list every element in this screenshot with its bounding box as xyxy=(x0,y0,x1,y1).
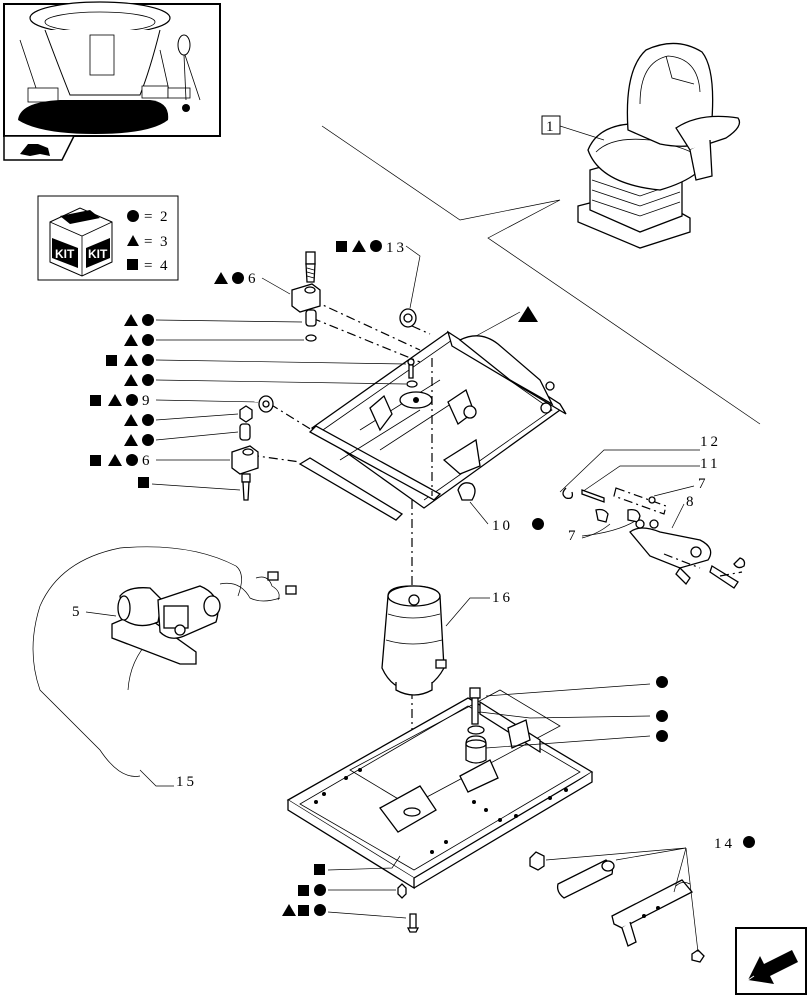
part-bushing-9 xyxy=(258,395,274,413)
part-screw-mid xyxy=(407,358,415,379)
callout-14: 14 xyxy=(714,836,735,852)
seat-assembly: 1 xyxy=(321,42,761,425)
svg-text:=: = xyxy=(144,209,152,225)
part-group-14: 14 xyxy=(529,836,755,963)
svg-text:4: 4 xyxy=(160,258,168,274)
svg-text:=: = xyxy=(144,258,152,274)
tractor-cab-pedals-icon xyxy=(18,1,201,134)
kit-text-1: KIT xyxy=(55,247,75,261)
part-screw-low xyxy=(241,473,251,501)
legend-row-triangle: = 3 xyxy=(127,234,168,250)
callout-11: 11 xyxy=(700,456,720,472)
air-spring-16: 16 xyxy=(381,585,513,696)
part-spacer-2 xyxy=(239,423,251,441)
svg-text:=: = xyxy=(144,234,152,250)
linkage-assembly: 12 11 7 8 7 xyxy=(559,434,746,589)
kit-text-2: KIT xyxy=(88,247,108,261)
callout-12: 12 xyxy=(700,434,721,450)
lower-left-markers xyxy=(282,855,420,933)
callout-7b: 7 xyxy=(568,528,579,544)
nav-next-page-button[interactable] xyxy=(735,927,807,995)
nav-back-button[interactable] xyxy=(3,135,76,161)
part-spacer xyxy=(305,309,317,327)
kit-box-icon: KIT KIT xyxy=(49,207,113,277)
kit-legend: KIT KIT = 2 = 3 = 4 xyxy=(37,195,179,281)
part-block-6-low xyxy=(231,445,259,475)
callout-10: 10 xyxy=(492,518,513,534)
callout-15: 15 xyxy=(176,774,197,790)
callout-7a: 7 xyxy=(698,476,709,492)
callout-16: 16 xyxy=(492,590,513,606)
left-symbol-markers: 9 6 6 13 10 xyxy=(90,240,544,534)
part-bushing-13 xyxy=(399,308,417,328)
part-washer-mid xyxy=(406,380,418,388)
back-arrow-icon xyxy=(20,144,50,156)
legend-row-square: = 4 xyxy=(127,258,168,274)
part-washer xyxy=(305,334,317,342)
frame-triangle-marker xyxy=(518,306,538,322)
callout-5: 5 xyxy=(72,604,83,620)
compressor-motor-5: 5 15 xyxy=(32,546,297,790)
next-page-arrow-icon xyxy=(747,950,798,984)
part-block-6-top xyxy=(291,283,321,313)
callout-8: 8 xyxy=(686,494,697,510)
callout-9: 9 xyxy=(142,393,153,409)
svg-text:2: 2 xyxy=(160,209,168,225)
part-screw-top xyxy=(305,251,316,283)
svg-text:3: 3 xyxy=(160,234,168,250)
callout-6b: 6 xyxy=(142,453,153,469)
part-nut xyxy=(239,405,253,423)
callout-6a: 6 xyxy=(248,271,259,287)
thumbnail-panel[interactable] xyxy=(3,1,221,137)
part-bumper-10 xyxy=(457,482,476,501)
callout-1: 1 xyxy=(546,119,557,135)
frame-holes xyxy=(314,768,568,854)
callout-13: 13 xyxy=(386,240,407,256)
lower-base-frame xyxy=(286,676,668,890)
upper-frame xyxy=(298,306,567,521)
legend-row-circle: = 2 xyxy=(127,209,168,225)
